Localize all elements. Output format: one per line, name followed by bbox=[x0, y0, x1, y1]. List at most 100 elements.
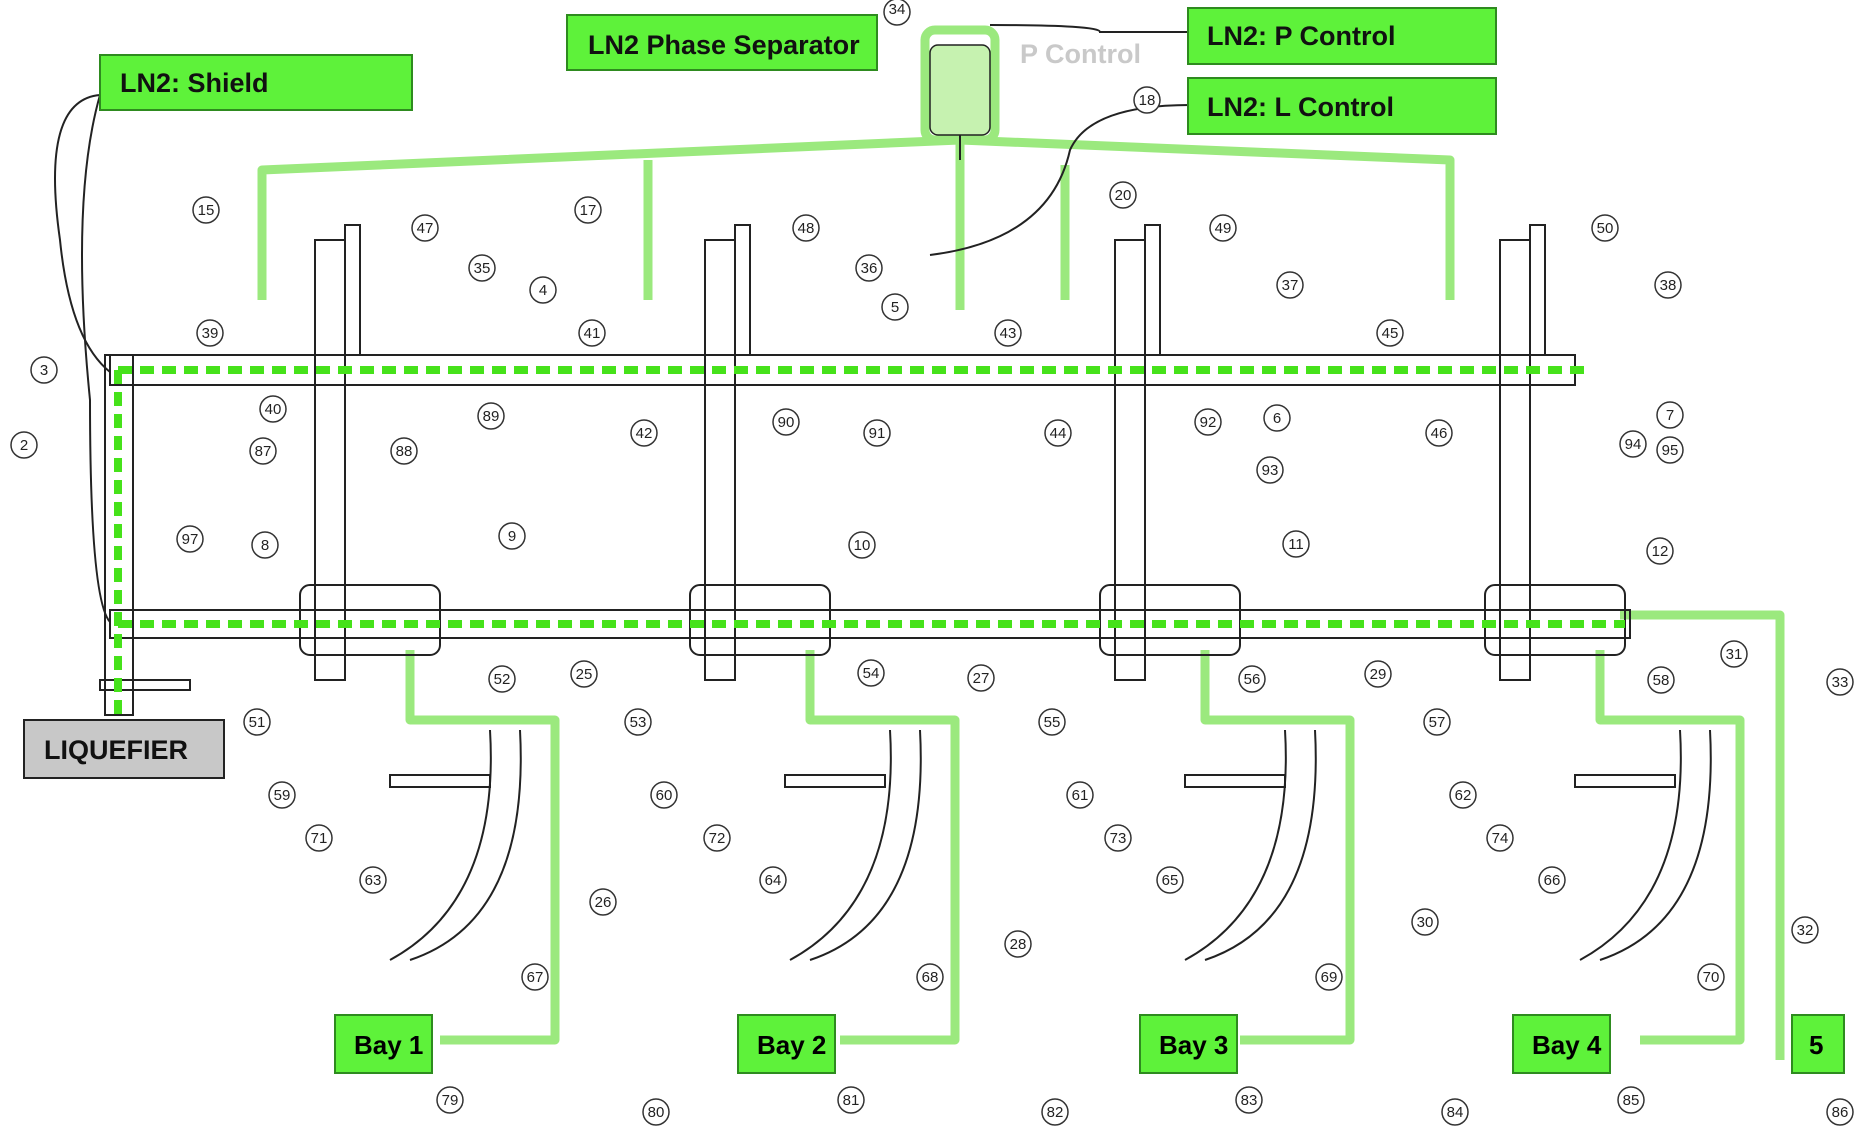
balloon-97: 97 bbox=[176, 525, 204, 553]
svg-text:74: 74 bbox=[1492, 830, 1509, 847]
label-p-control: LN2: P Control bbox=[1187, 7, 1497, 65]
label-liquefier: LIQUEFIER bbox=[23, 719, 225, 779]
svg-text:28: 28 bbox=[1010, 936, 1027, 953]
svg-text:39: 39 bbox=[202, 325, 219, 342]
svg-text:7: 7 bbox=[1666, 407, 1674, 424]
svg-text:56: 56 bbox=[1244, 671, 1261, 688]
svg-text:72: 72 bbox=[709, 830, 726, 847]
svg-text:35: 35 bbox=[474, 260, 491, 277]
balloon-51: 51 bbox=[243, 708, 271, 736]
svg-text:34: 34 bbox=[889, 1, 906, 18]
svg-text:88: 88 bbox=[396, 443, 413, 460]
svg-text:73: 73 bbox=[1110, 830, 1127, 847]
svg-text:44: 44 bbox=[1050, 425, 1067, 442]
balloon-52: 52 bbox=[488, 665, 516, 693]
balloon-32: 32 bbox=[1791, 916, 1819, 944]
balloon-65: 65 bbox=[1156, 866, 1184, 894]
svg-text:84: 84 bbox=[1447, 1104, 1464, 1121]
balloon-95: 95 bbox=[1656, 436, 1684, 464]
svg-text:10: 10 bbox=[854, 537, 871, 554]
svg-text:4: 4 bbox=[539, 282, 547, 299]
svg-text:LN2: L Control: LN2: L Control bbox=[1207, 92, 1394, 122]
balloon-62: 62 bbox=[1449, 781, 1477, 809]
svg-text:20: 20 bbox=[1115, 187, 1132, 204]
svg-text:27: 27 bbox=[973, 670, 990, 687]
balloon-26: 26 bbox=[589, 888, 617, 916]
svg-text:36: 36 bbox=[861, 260, 878, 277]
svg-text:61: 61 bbox=[1072, 787, 1089, 804]
balloon-87: 87 bbox=[249, 437, 277, 465]
phase-separator-vessel bbox=[929, 44, 991, 160]
ln2-flow-dashed bbox=[114, 366, 1625, 715]
balloon-38: 38 bbox=[1654, 271, 1682, 299]
svg-text:60: 60 bbox=[656, 787, 673, 804]
svg-text:71: 71 bbox=[311, 830, 328, 847]
balloon-39: 39 bbox=[196, 319, 224, 347]
balloon-73: 73 bbox=[1104, 824, 1132, 852]
balloon-70: 70 bbox=[1697, 963, 1725, 991]
svg-text:67: 67 bbox=[527, 969, 544, 986]
balloon-10: 10 bbox=[848, 531, 876, 559]
balloon-15: 15 bbox=[192, 196, 220, 224]
svg-text:83: 83 bbox=[1241, 1092, 1258, 1109]
svg-text:86: 86 bbox=[1832, 1104, 1849, 1121]
balloon-58: 58 bbox=[1647, 666, 1675, 694]
svg-text:6: 6 bbox=[1273, 410, 1281, 427]
balloon-57: 57 bbox=[1423, 708, 1451, 736]
ln2-flow-highlight bbox=[257, 25, 1785, 1060]
svg-text:62: 62 bbox=[1455, 787, 1472, 804]
svg-text:93: 93 bbox=[1262, 462, 1279, 479]
svg-text:29: 29 bbox=[1370, 666, 1387, 683]
svg-text:55: 55 bbox=[1044, 714, 1061, 731]
balloon-30: 30 bbox=[1411, 908, 1439, 936]
svg-text:46: 46 bbox=[1431, 425, 1448, 442]
svg-text:9: 9 bbox=[508, 528, 516, 545]
balloon-43: 43 bbox=[994, 319, 1022, 347]
balloon-83: 83 bbox=[1235, 1086, 1263, 1114]
svg-text:80: 80 bbox=[648, 1104, 665, 1121]
svg-text:Bay 4: Bay 4 bbox=[1532, 1030, 1602, 1060]
label-bay-4: Bay 4 bbox=[1512, 1014, 1611, 1074]
svg-text:64: 64 bbox=[765, 872, 782, 889]
balloon-46: 46 bbox=[1425, 419, 1453, 447]
svg-text:3: 3 bbox=[40, 362, 48, 379]
svg-text:P Control: P Control bbox=[1020, 39, 1141, 69]
svg-text:68: 68 bbox=[922, 969, 939, 986]
svg-text:18: 18 bbox=[1139, 92, 1156, 109]
svg-text:94: 94 bbox=[1625, 436, 1642, 453]
svg-text:95: 95 bbox=[1662, 442, 1679, 459]
balloon-59: 59 bbox=[268, 781, 296, 809]
svg-text:69: 69 bbox=[1321, 969, 1338, 986]
svg-text:90: 90 bbox=[778, 414, 795, 431]
svg-text:81: 81 bbox=[843, 1092, 860, 1109]
balloon-5: 5 bbox=[881, 293, 909, 321]
balloon-48: 48 bbox=[792, 214, 820, 242]
balloon-4: 4 bbox=[529, 276, 557, 304]
balloon-68: 68 bbox=[916, 963, 944, 991]
balloon-35: 35 bbox=[468, 254, 496, 282]
svg-text:15: 15 bbox=[198, 202, 215, 219]
balloon-3: 3 bbox=[30, 356, 58, 384]
svg-text:58: 58 bbox=[1653, 672, 1670, 689]
balloon-7: 7 bbox=[1656, 401, 1684, 429]
balloon-33: 33 bbox=[1826, 668, 1854, 696]
svg-text:57: 57 bbox=[1429, 714, 1446, 731]
svg-text:LN2: Shield: LN2: Shield bbox=[120, 68, 269, 98]
label-l-control: LN2: L Control bbox=[1187, 77, 1497, 135]
svg-text:38: 38 bbox=[1660, 277, 1677, 294]
svg-text:50: 50 bbox=[1597, 220, 1614, 237]
svg-text:54: 54 bbox=[863, 665, 880, 682]
balloon-80: 80 bbox=[642, 1098, 670, 1126]
balloon-11: 11 bbox=[1282, 530, 1310, 558]
svg-text:40: 40 bbox=[265, 401, 282, 418]
svg-text:52: 52 bbox=[494, 671, 511, 688]
balloon-86: 86 bbox=[1826, 1098, 1854, 1126]
svg-text:87: 87 bbox=[255, 443, 272, 460]
balloon-8: 8 bbox=[251, 531, 279, 559]
label-bay-3: Bay 3 bbox=[1139, 1014, 1238, 1074]
label-bay-1: Bay 1 bbox=[334, 1014, 433, 1074]
svg-text:LIQUEFIER: LIQUEFIER bbox=[44, 735, 188, 765]
svg-text:51: 51 bbox=[249, 714, 266, 731]
svg-text:5: 5 bbox=[891, 299, 899, 316]
